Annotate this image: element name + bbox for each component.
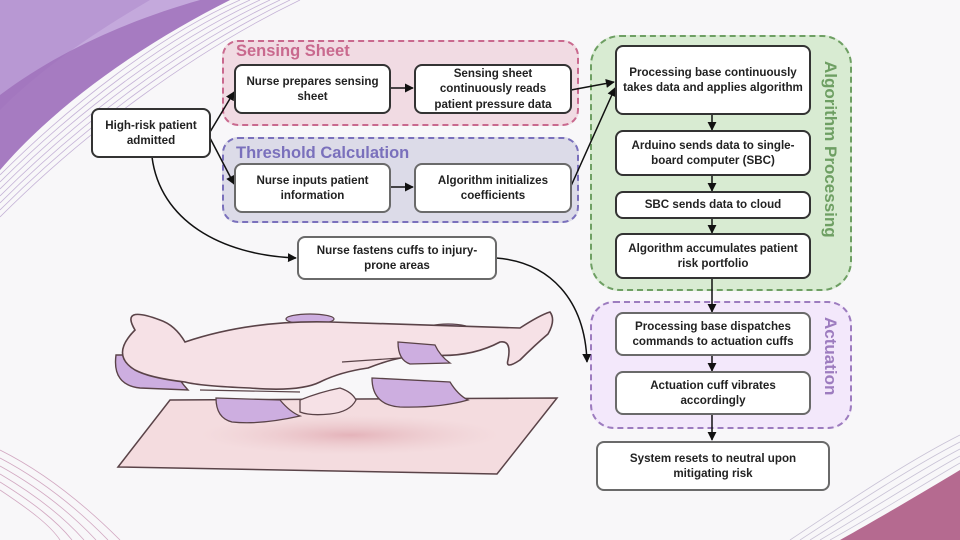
- node-arduino-to-sbc: Arduino sends data to single-board compu…: [615, 130, 811, 176]
- node-nurse-fastens-cuffs: Nurse fastens cuffs to injury-prone area…: [297, 236, 497, 280]
- node-patient-admitted: High-risk patient admitted: [91, 108, 211, 158]
- group-title-algorithm-processing: Algorithm Processing: [821, 61, 840, 238]
- group-title-threshold-calculation: Threshold Calculation: [236, 144, 410, 162]
- node-algorithm-init-coefficients: Algorithm initializes coefficients: [414, 163, 572, 213]
- node-risk-portfolio: Algorithm accumulates patient risk portf…: [615, 233, 811, 279]
- bottom-right-swoosh: [789, 434, 960, 540]
- node-cuff-vibrates: Actuation cuff vibrates accordingly: [615, 371, 811, 415]
- top-left-swoosh: [0, 0, 301, 218]
- node-system-resets: System resets to neutral upon mitigating…: [596, 441, 830, 491]
- group-title-sensing-sheet: Sensing Sheet: [236, 42, 350, 60]
- node-nurse-inputs-info: Nurse inputs patient information: [234, 163, 391, 213]
- node-sheet-reads-pressure: Sensing sheet continuously reads patient…: [414, 64, 572, 114]
- node-processing-base: Processing base continuously takes data …: [615, 45, 811, 115]
- group-title-actuation: Actuation: [821, 317, 840, 396]
- node-dispatch-commands: Processing base dispatches commands to a…: [615, 312, 811, 356]
- node-sbc-to-cloud: SBC sends data to cloud: [615, 191, 811, 219]
- node-nurse-prepares-sheet: Nurse prepares sensing sheet: [234, 64, 391, 114]
- bottom-left-lines: [0, 449, 121, 540]
